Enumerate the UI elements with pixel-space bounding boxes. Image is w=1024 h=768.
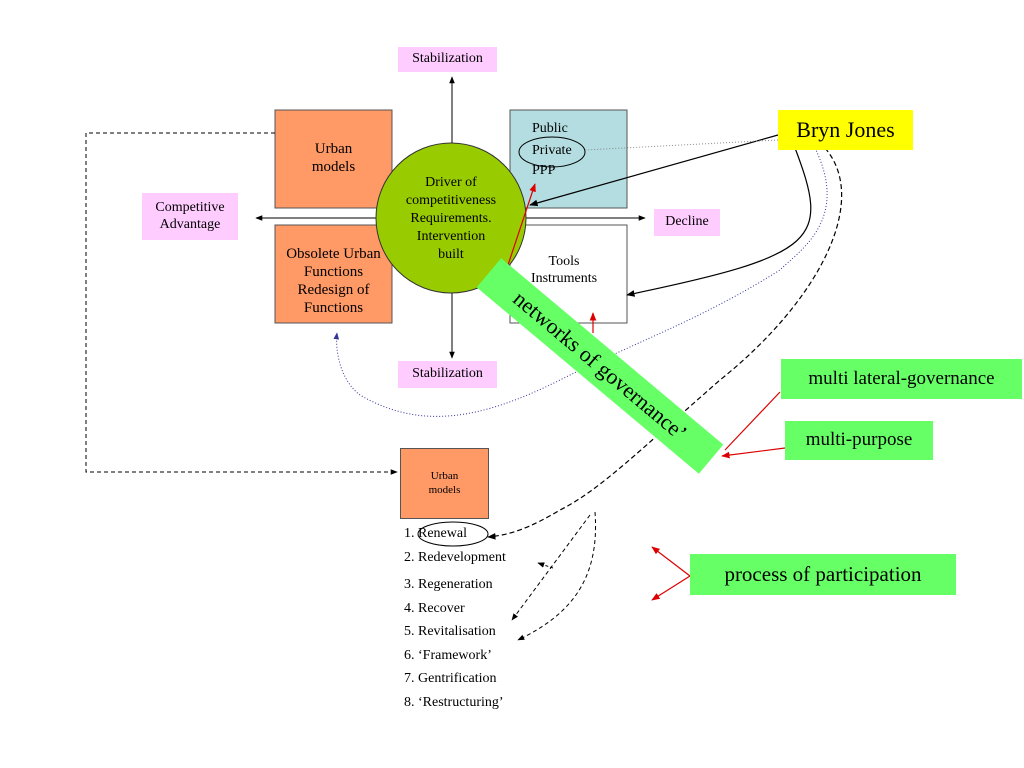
obsolete-line-3: Redesign of bbox=[297, 282, 370, 298]
obsolete-functions-box bbox=[274, 224, 393, 324]
author-label: Bryn Jones bbox=[778, 110, 913, 150]
tools-instruments-text: Tools Instruments bbox=[510, 250, 618, 292]
dashed-arrow-framework bbox=[517, 511, 597, 641]
list-item: 3. Regeneration bbox=[404, 577, 493, 593]
list-item-number: 3. bbox=[404, 577, 415, 592]
models-line: models bbox=[311, 158, 356, 175]
dashed-arrow-recover bbox=[511, 514, 591, 621]
list-item-number: 4. bbox=[404, 601, 415, 616]
small-urban-line: Urban bbox=[430, 470, 459, 483]
small-models-line: models bbox=[428, 483, 461, 496]
obsolete-line-2: Functions bbox=[303, 264, 364, 280]
list-item-text: Redevelopment bbox=[418, 550, 506, 565]
urban-models-text: Urban models bbox=[275, 130, 392, 185]
list-item: 6. ‘Framework’ bbox=[404, 648, 492, 664]
list-item-text: Recover bbox=[418, 601, 465, 616]
red-arrow-multipurpose bbox=[721, 447, 786, 459]
obsolete-line-1: Obsolete Urban bbox=[286, 246, 381, 262]
list-item-text: Regeneration bbox=[418, 577, 493, 592]
list-item-text: ‘Framework’ bbox=[418, 648, 492, 663]
list-item: 7. Gentrification bbox=[404, 671, 497, 687]
list-item-number: 8. bbox=[404, 695, 415, 710]
dashed-connector-urban-models bbox=[85, 132, 398, 475]
bryn-dotted-to-obsolete bbox=[333, 147, 828, 417]
process-of-participation-label: process of participation bbox=[690, 554, 956, 595]
driver-circle-text: Driver of competitiveness Requirements. … bbox=[376, 168, 526, 270]
ppp-text: PPP bbox=[532, 163, 556, 178]
stabilization-bottom-label: Stabilization bbox=[398, 361, 497, 388]
list-item-text: Revitalisation bbox=[418, 624, 496, 639]
competitive-line: Competitive bbox=[155, 199, 225, 215]
small-urban-models-box: Urban models bbox=[400, 448, 489, 519]
list-item-text: ‘Restructuring’ bbox=[418, 695, 504, 710]
driver-line-4: Intervention bbox=[416, 229, 486, 245]
renewal-ellipse bbox=[417, 521, 489, 547]
dashed-arrow-redevelopment bbox=[537, 562, 554, 569]
list-item: 2. Redevelopment bbox=[404, 550, 506, 566]
competitive-advantage-label: Competitive Advantage bbox=[142, 193, 238, 240]
list-item-number: 6. bbox=[404, 648, 415, 663]
list-item: 4. Recover bbox=[404, 601, 465, 617]
urban-line: Urban bbox=[314, 140, 353, 157]
red-line-multilateral bbox=[724, 391, 781, 451]
list-item-number: 2. bbox=[404, 550, 415, 565]
list-item: 5. Revitalisation bbox=[404, 624, 496, 640]
multi-purpose-label: multi-purpose bbox=[785, 421, 933, 460]
bryn-to-tools-arrow bbox=[626, 147, 812, 297]
driver-line-1: Driver of bbox=[425, 174, 477, 190]
list-item: 8. ‘Restructuring’ bbox=[404, 695, 504, 711]
red-arrow-up-ppp bbox=[507, 183, 536, 266]
multi-lateral-governance-label: multi lateral-governance bbox=[781, 359, 1022, 399]
urban-models-box bbox=[274, 109, 393, 209]
red-arrow-participation-down bbox=[651, 575, 691, 601]
list-item-text: Renewal bbox=[418, 526, 467, 541]
red-arrow-participation-up bbox=[651, 546, 691, 577]
driver-line-2: competitiveness bbox=[405, 192, 497, 208]
obsolete-line-4: Functions bbox=[303, 300, 364, 316]
ppp-ellipse bbox=[518, 136, 586, 168]
list-item-number: 7. bbox=[404, 671, 415, 686]
instruments-line: Instruments bbox=[530, 271, 598, 286]
list-item-number: 5. bbox=[404, 624, 415, 639]
list-item-number: 1. bbox=[404, 526, 415, 541]
bryn-to-circle-arrow bbox=[529, 134, 779, 207]
driver-line-3: Requirements. bbox=[410, 210, 492, 226]
tools-line: Tools bbox=[548, 254, 580, 270]
public-private-box bbox=[509, 109, 628, 209]
decline-label: Decline bbox=[654, 209, 720, 236]
stabilization-top-label: Stabilization bbox=[398, 47, 497, 72]
private-text: Private bbox=[532, 143, 572, 158]
list-item-text: Gentrification bbox=[418, 671, 497, 686]
list-item: 1. Renewal bbox=[404, 526, 467, 542]
advantage-line: Advantage bbox=[159, 216, 221, 232]
obsolete-functions-text: Obsolete Urban Functions Redesign of Fun… bbox=[275, 240, 392, 322]
driver-circle bbox=[375, 142, 527, 294]
bryn-dotted-to-ppp bbox=[584, 139, 779, 151]
driver-line-5: built bbox=[438, 247, 464, 263]
public-text: Public bbox=[532, 121, 568, 136]
